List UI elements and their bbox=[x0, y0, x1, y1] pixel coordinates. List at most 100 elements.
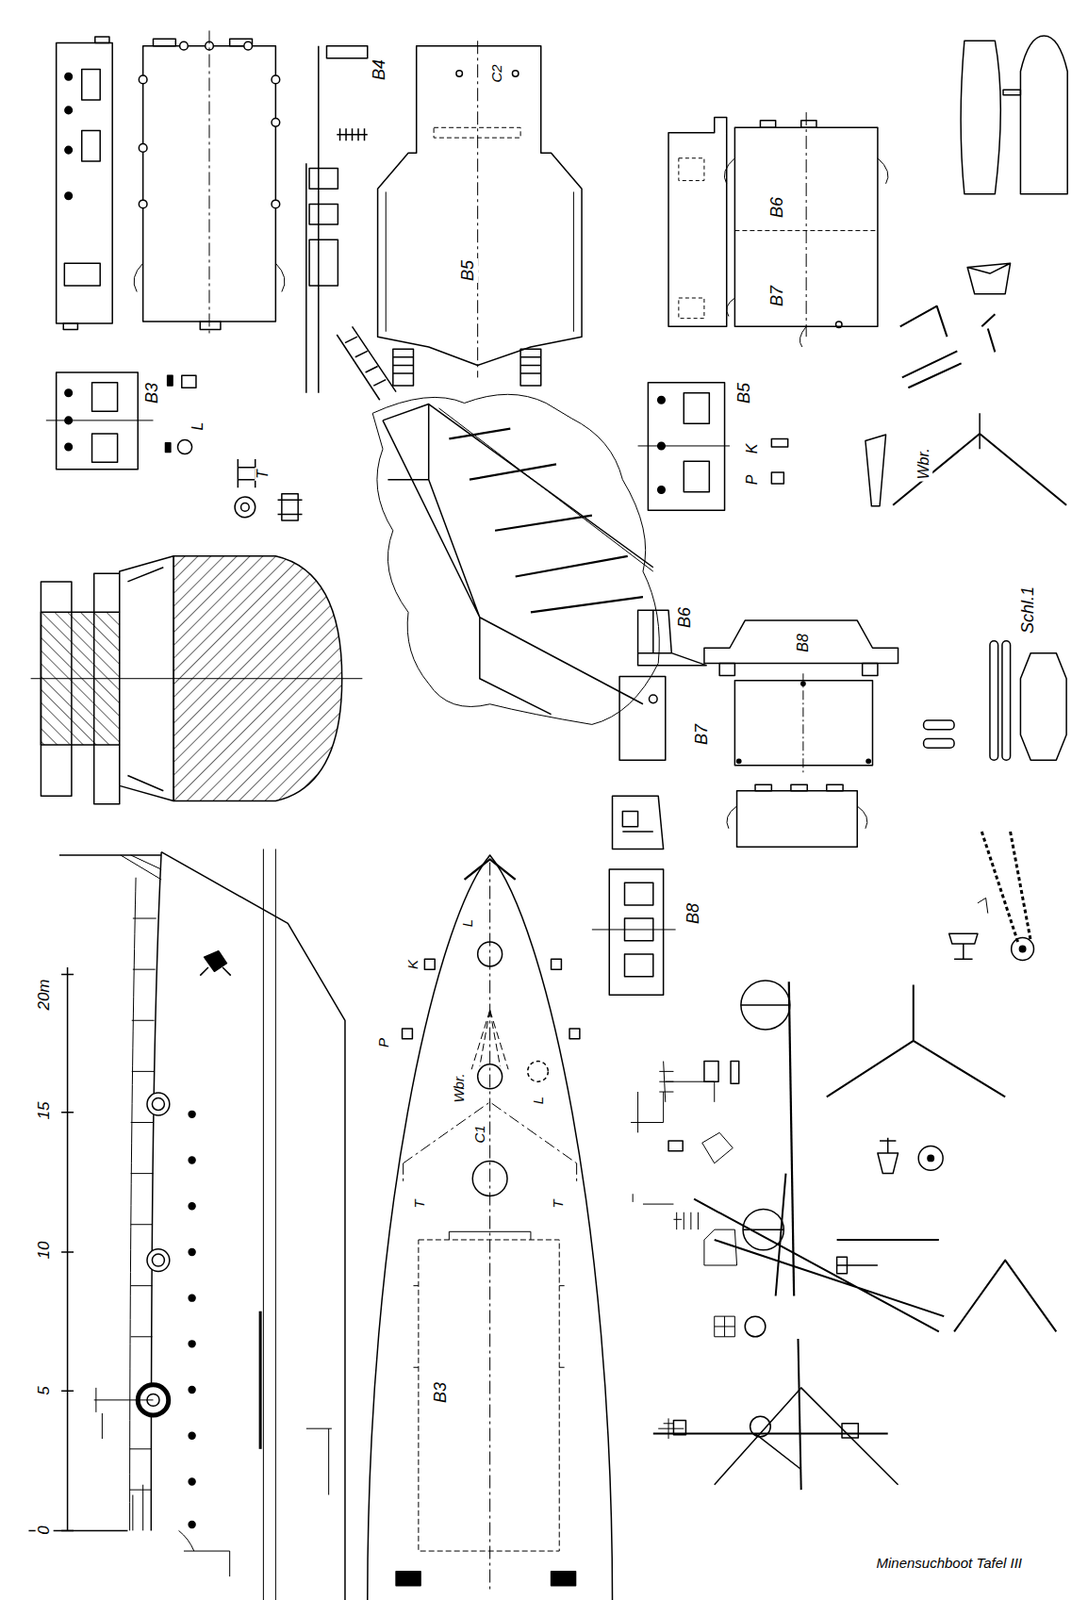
mast-details-stroke bbox=[704, 1229, 738, 1266]
paravane-frame-stroke bbox=[978, 412, 981, 449]
mast-details-stroke bbox=[714, 1387, 899, 1485]
life-rafts-stroke bbox=[989, 641, 999, 761]
b3-views-stroke bbox=[63, 323, 78, 330]
b6-b7-views bbox=[668, 112, 889, 347]
hull-side-view-stroke bbox=[179, 1530, 231, 1577]
mast-details-stroke bbox=[826, 984, 1006, 1097]
paravane-frame bbox=[865, 412, 1067, 506]
anchor-chain-detail-stroke bbox=[949, 933, 978, 959]
part-label: B8 bbox=[794, 631, 812, 655]
b5-end-view-stroke bbox=[771, 438, 788, 447]
bow-deck-plan-stroke bbox=[402, 1028, 413, 1039]
part-label: P bbox=[743, 472, 761, 487]
bow-deck-plan-stroke bbox=[471, 1009, 509, 1070]
hull-side-view-stroke bbox=[147, 1092, 170, 1116]
deck-perspective-sketch-stroke bbox=[382, 404, 654, 715]
part-label: B5 bbox=[459, 258, 479, 283]
b6-b8-parts-stroke bbox=[726, 806, 868, 829]
part-label: B3 bbox=[431, 1380, 451, 1405]
b6-b8-parts-stroke bbox=[609, 869, 663, 995]
ships-boat-stroke bbox=[1020, 35, 1068, 195]
hull-side-view-stroke bbox=[263, 848, 264, 1600]
part-label: Wbr. bbox=[915, 446, 933, 482]
hull-side-view-stroke bbox=[94, 1387, 154, 1439]
b3-end-view-stroke bbox=[278, 499, 303, 514]
b6-b8-parts bbox=[592, 609, 899, 995]
b3-views-stroke bbox=[64, 263, 100, 286]
hull-section-hatched-stroke bbox=[31, 677, 363, 679]
b6-b7-views-stroke bbox=[678, 297, 705, 319]
b6-b8-parts-stroke bbox=[734, 680, 873, 766]
part-label: B8 bbox=[684, 901, 704, 926]
bow-deck-plan-stroke bbox=[551, 1571, 577, 1586]
b6-b8-parts-stroke bbox=[737, 758, 742, 763]
b5-end-view-stroke bbox=[658, 395, 666, 404]
mast-details-stroke bbox=[630, 1091, 674, 1204]
hull-side-view-stroke bbox=[59, 854, 162, 857]
b6-b8-parts-stroke bbox=[791, 784, 808, 791]
b4-rail-structure-stroke bbox=[317, 46, 320, 394]
hull-section-hatched-stroke bbox=[127, 567, 164, 792]
scale-number: 10 bbox=[34, 1238, 53, 1261]
deck-perspective-sketch-stroke bbox=[439, 408, 654, 572]
b5-end-view-stroke bbox=[638, 445, 730, 446]
anchor-chain-detail-stroke bbox=[1019, 945, 1025, 952]
mast-details-stroke bbox=[653, 1433, 889, 1435]
bow-deck-plan-stroke bbox=[527, 1061, 549, 1083]
hull-side-view-stroke bbox=[151, 1098, 165, 1111]
mast-details-stroke bbox=[927, 1154, 934, 1161]
hull-side-view-stroke bbox=[130, 877, 136, 1532]
b3-end-view-stroke bbox=[181, 375, 197, 388]
b4-rail-structure bbox=[306, 46, 396, 401]
mast-details-stroke bbox=[750, 1416, 772, 1437]
hull-section-hatched bbox=[31, 556, 363, 805]
scale-bar-stroke bbox=[61, 974, 74, 1532]
mast-details-stroke bbox=[741, 1004, 791, 1006]
ships-boat-stroke bbox=[960, 40, 1001, 194]
part-label: K bbox=[405, 957, 422, 972]
mast-details-stroke bbox=[714, 1316, 736, 1337]
mast-details-stroke bbox=[742, 1228, 784, 1231]
scale-number: 0 bbox=[34, 1524, 53, 1537]
part-label: B3 bbox=[143, 380, 163, 406]
mast-details-stroke bbox=[673, 1420, 686, 1435]
hull-side-view bbox=[28, 848, 346, 1600]
b5-end-view bbox=[638, 382, 789, 511]
paravane-frame-stroke bbox=[865, 434, 887, 507]
bow-deck-plan-stroke bbox=[424, 958, 435, 970]
b6-b8-parts-stroke bbox=[704, 620, 899, 663]
bow-deck-plan-stroke bbox=[412, 1231, 564, 1368]
bow-deck-plan-stroke bbox=[472, 1161, 508, 1197]
b6-b8-parts-stroke bbox=[801, 681, 806, 686]
life-rafts-stroke bbox=[923, 739, 955, 749]
b6-b8-parts-stroke bbox=[624, 954, 653, 977]
ships-boat bbox=[900, 35, 1068, 388]
bow-deck-plan-stroke bbox=[489, 862, 491, 1593]
part-label: T bbox=[255, 467, 273, 481]
b3-views-stroke bbox=[138, 144, 148, 153]
b3-views-stroke bbox=[271, 118, 281, 128]
part-label: L bbox=[460, 917, 477, 929]
mast-details-stroke bbox=[742, 1208, 784, 1250]
part-label: L bbox=[189, 420, 207, 433]
bow-deck-plan-stroke bbox=[551, 958, 562, 970]
mast-details-stroke bbox=[668, 1140, 683, 1152]
hull-side-view-stroke bbox=[188, 1248, 196, 1255]
hull-side-view-stroke bbox=[132, 1428, 332, 1531]
b4-rail-structure-stroke bbox=[309, 203, 338, 225]
part-label: T bbox=[550, 1197, 567, 1210]
bow-deck-plan-stroke bbox=[478, 1064, 503, 1089]
b3-end-view-stroke bbox=[167, 375, 173, 386]
hull-side-view-stroke bbox=[188, 1203, 196, 1210]
part-label: B7 bbox=[768, 283, 788, 309]
part-label: B5 bbox=[735, 380, 755, 406]
hull-side-view-stroke bbox=[188, 1340, 196, 1348]
b3-views-stroke bbox=[65, 106, 73, 115]
part-label: C1 bbox=[472, 1123, 489, 1146]
life-rafts-stroke bbox=[923, 720, 955, 730]
hull-side-view-stroke bbox=[147, 1249, 170, 1272]
b6-b7-views-stroke bbox=[724, 158, 889, 347]
b6-b7-views-stroke bbox=[678, 158, 705, 182]
mast-details-stroke bbox=[877, 1137, 899, 1174]
